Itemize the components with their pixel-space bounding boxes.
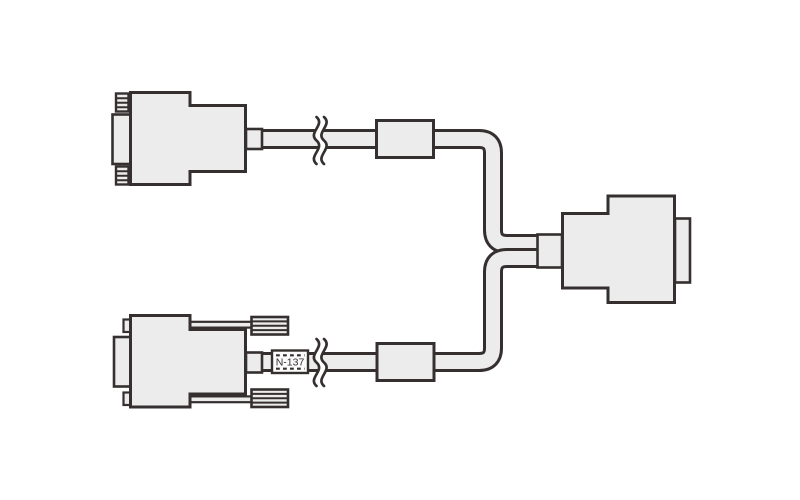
- bottom-left-connector-body: [129, 314, 247, 409]
- right-connector-body: [561, 194, 676, 304]
- top-left-lower-thumbscrew-knurl-lines: [116, 170, 129, 182]
- lower-break-gap: [313, 335, 327, 390]
- upper-break-left-line: [312, 115, 321, 166]
- upper-cable: [254, 129, 547, 254]
- bottom-left-lower-screw-shaft: [187, 395, 254, 404]
- right-connector: [536, 194, 692, 304]
- lower-ferrite-bead: [375, 342, 436, 382]
- upper-break-right-line: [320, 115, 328, 166]
- top-left-connector: [111, 91, 264, 186]
- lower-cable: [254, 248, 547, 372]
- upper-cable-fill: [254, 132, 547, 251]
- bottom-left-connector-cable-stub: [244, 351, 264, 374]
- lower-cable-fill: [254, 251, 547, 369]
- lower-cable-break-icon: [312, 335, 328, 390]
- bottom-left-connector-faceplate: [112, 335, 133, 388]
- upper-break-gap: [313, 113, 327, 168]
- top-left-connector-body: [129, 91, 247, 186]
- upper-cable-break-icon: [312, 113, 328, 168]
- top-left-upper-thumbscrew-knurl-lines: [116, 97, 129, 109]
- cable-tag-text: N-137: [276, 357, 305, 369]
- right-connector-strain-relief-boot: [536, 233, 564, 269]
- bottom-left-upper-screw-shaft: [187, 320, 254, 329]
- right-connector-rear-plate: [673, 217, 692, 284]
- lower-break-left-line: [312, 337, 321, 388]
- bottom-left-lower-knob-knurl-lines: [251, 392, 288, 404]
- lower-break-right-line: [320, 337, 328, 388]
- bottom-left-upper-knob-knurl-lines: [251, 320, 288, 332]
- top-left-connector-cable-stub: [244, 127, 264, 151]
- cable-tag: N-137: [270, 349, 310, 375]
- upper-ferrite-bead: [375, 119, 435, 159]
- top-left-connector-faceplate: [111, 113, 132, 166]
- bottom-left-connector: [112, 314, 290, 409]
